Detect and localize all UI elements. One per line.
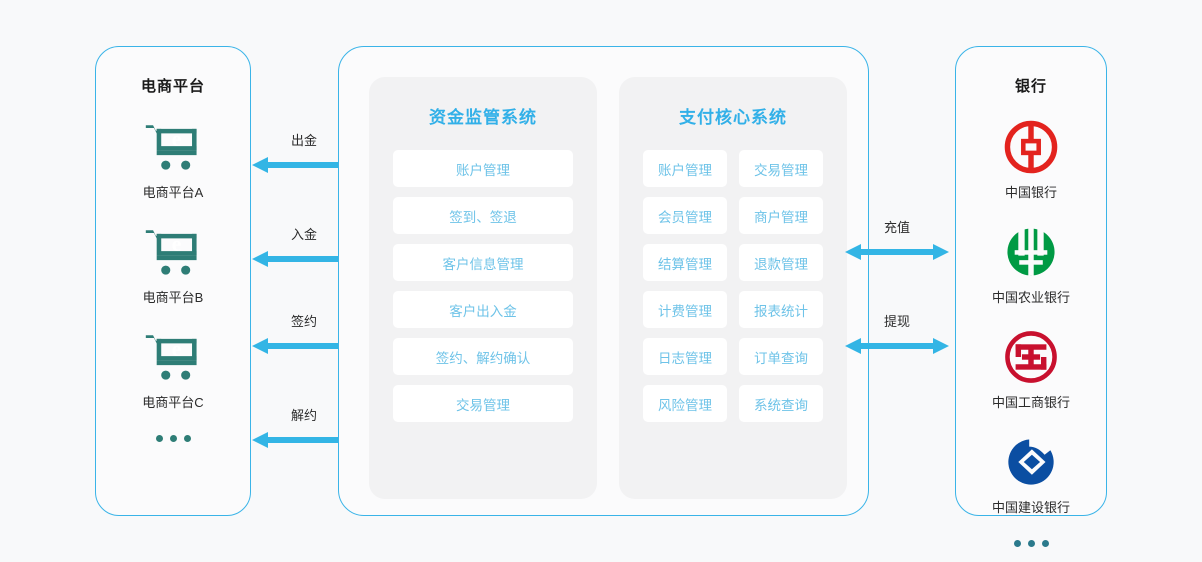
arrow-group-tixian: 提现: [845, 311, 949, 355]
platform-systems-panel: 资金监管系统 账户管理 签到、签退 客户信息管理 客户出入金 签约、解约确认 交…: [338, 46, 869, 516]
bank-node-label: 中国银行: [1004, 185, 1057, 200]
module-card[interactable]: 退款管理: [739, 244, 823, 281]
module-card[interactable]: 签约、解约确认: [393, 338, 573, 375]
bidirectional-arrow-icon: [252, 432, 356, 448]
arrow-label: 解约: [290, 408, 317, 423]
bidirectional-arrow-icon: [252, 251, 356, 267]
arrow-group-chujin: 出金: [252, 130, 356, 174]
module-card[interactable]: 交易管理: [393, 385, 573, 422]
bank-of-china-logo: [1002, 118, 1060, 176]
fund-supervision-system-column: 资金监管系统 账户管理 签到、签退 客户信息管理 客户出入金 签约、解约确认 交…: [369, 77, 597, 499]
module-card[interactable]: 账户管理: [643, 150, 727, 187]
bank-node-label: 中国工商银行: [991, 395, 1070, 410]
module-card[interactable]: 商户管理: [739, 197, 823, 234]
arrow-label: 充值: [883, 220, 910, 235]
bank-node-ccb[interactable]: 中国建设银行: [992, 433, 1070, 516]
column-title: 资金监管系统: [429, 108, 537, 127]
icbc-logo: [1002, 328, 1060, 386]
ecommerce-node-label: 电商平台A: [142, 185, 204, 200]
bidirectional-arrow-icon: [845, 338, 949, 354]
module-card-grid: 账户管理 签到、签退 客户信息管理 客户出入金 签约、解约确认 交易管理: [393, 150, 573, 422]
module-card[interactable]: 会员管理: [643, 197, 727, 234]
arrow-label: 提现: [883, 314, 910, 329]
module-card[interactable]: 计费管理: [643, 291, 727, 328]
shopping-cart-e-icon: e: [144, 223, 202, 281]
module-card[interactable]: 订单查询: [739, 338, 823, 375]
module-card[interactable]: 结算管理: [643, 244, 727, 281]
bank-panel-title: 银行: [1014, 78, 1047, 95]
ccb-logo: [1002, 433, 1060, 491]
ecommerce-node-a[interactable]: e 电商平台A: [142, 118, 204, 201]
module-card[interactable]: 系统查询: [739, 385, 823, 422]
arrow-group-rujin: 入金: [252, 224, 356, 268]
ecommerce-platform-panel: 电商平台 e 电商平台A: [95, 46, 251, 516]
svg-text:e: e: [172, 337, 182, 361]
module-card[interactable]: 报表统计: [739, 291, 823, 328]
module-card-grid: 账户管理 交易管理 会员管理 商户管理 结算管理 退款管理 计费管理 报表统计 …: [643, 150, 823, 422]
ecommerce-more-ellipsis: [155, 435, 191, 442]
agricultural-bank-china-logo: [1002, 223, 1060, 281]
module-card[interactable]: 客户出入金: [393, 291, 573, 328]
column-title: 支付核心系统: [679, 108, 787, 127]
shopping-cart-e-icon: e: [144, 328, 202, 386]
arrow-group-qianyue: 签约: [252, 311, 356, 355]
svg-text:e: e: [172, 232, 182, 256]
module-card[interactable]: 客户信息管理: [393, 244, 573, 281]
bank-panel: 银行 中国银行: [955, 46, 1107, 547]
ecommerce-node-label: 电商平台C: [142, 395, 204, 410]
platform-columns: 资金监管系统 账户管理 签到、签退 客户信息管理 客户出入金 签约、解约确认 交…: [369, 77, 847, 499]
bank-node-icbc[interactable]: 中国工商银行: [992, 328, 1070, 411]
module-card[interactable]: 风险管理: [643, 385, 727, 422]
bank-node-label: 中国建设银行: [991, 500, 1070, 515]
svg-text:e: e: [172, 127, 182, 151]
bank-node-list: 中国银行 中国农业银行: [956, 118, 1106, 547]
bank-node-abc[interactable]: 中国农业银行: [992, 223, 1070, 306]
ecommerce-panel-title: 电商平台: [140, 78, 205, 95]
ecommerce-node-b[interactable]: e 电商平台B: [142, 223, 204, 306]
arrow-label: 出金: [290, 133, 317, 148]
bidirectional-arrow-icon: [252, 157, 356, 173]
shopping-cart-e-icon: e: [144, 118, 202, 176]
ecommerce-node-label: 电商平台B: [142, 290, 204, 305]
arrow-label: 签约: [290, 314, 317, 329]
module-card[interactable]: 交易管理: [739, 150, 823, 187]
arrow-group-chongzhi: 充值: [845, 217, 949, 261]
module-card[interactable]: 账户管理: [393, 150, 573, 187]
bank-node-label: 中国农业银行: [991, 290, 1070, 305]
module-card[interactable]: 签到、签退: [393, 197, 573, 234]
arrow-group-jieyue: 解约: [252, 405, 356, 449]
bank-node-boc[interactable]: 中国银行: [1002, 118, 1060, 201]
payment-core-system-column: 支付核心系统 账户管理 交易管理 会员管理 商户管理 结算管理 退款管理 计费管…: [619, 77, 847, 499]
bank-more-ellipsis: [1013, 540, 1049, 547]
bidirectional-arrow-icon: [252, 338, 356, 354]
ecommerce-node-c[interactable]: e 电商平台C: [142, 328, 204, 411]
ecommerce-node-list: e 电商平台A e: [96, 118, 250, 442]
arrow-label: 入金: [290, 227, 317, 242]
bidirectional-arrow-icon: [845, 244, 949, 260]
module-card[interactable]: 日志管理: [643, 338, 727, 375]
